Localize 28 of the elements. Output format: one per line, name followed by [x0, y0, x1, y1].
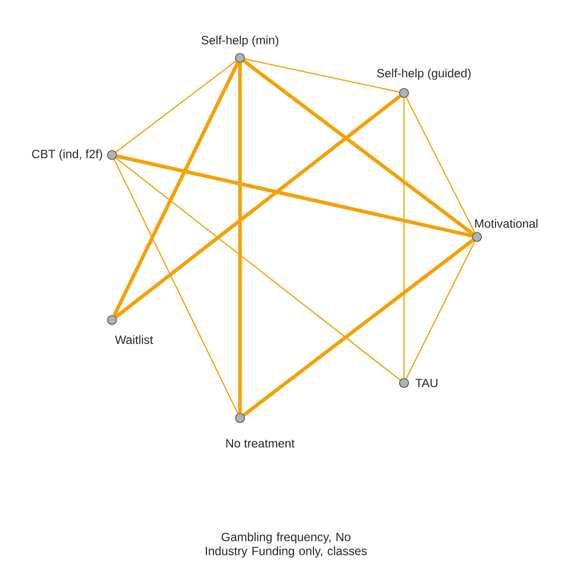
network-edge [403, 98, 405, 378]
network-edge [244, 58, 400, 93]
node-label: No treatment [226, 439, 295, 448]
network-node: Self-help (min) [202, 36, 278, 63]
network-edge [406, 241, 476, 379]
network-node: Motivational [472, 219, 538, 242]
caption: Gambling frequency, No Industry Funding only, classes [206, 532, 367, 558]
network-edge [112, 62, 240, 316]
network-edge [116, 154, 473, 238]
node-label: TAU [415, 378, 438, 388]
network-edge [406, 97, 476, 233]
network-node: No treatment [226, 413, 295, 448]
network-edge [242, 238, 474, 416]
network-node: TAU [399, 378, 438, 388]
network-edge [116, 60, 236, 153]
node-label: Self-help (guided) [377, 68, 471, 80]
node-label: Motivational [475, 218, 538, 228]
node-label: CBT (ind, f2f) [32, 149, 102, 161]
network-edge [238, 62, 242, 414]
network-edge [116, 158, 400, 380]
node-label: Self-help (min) [202, 36, 278, 47]
network-edge [114, 94, 402, 318]
node-label: Waitlist [114, 335, 154, 344]
network-node: Self-help (guided) [377, 68, 471, 98]
network-node: Waitlist [107, 315, 154, 344]
network-edge [242, 60, 474, 236]
network-node: CBT (ind, f2f) [32, 149, 117, 161]
network-edge [114, 159, 238, 414]
